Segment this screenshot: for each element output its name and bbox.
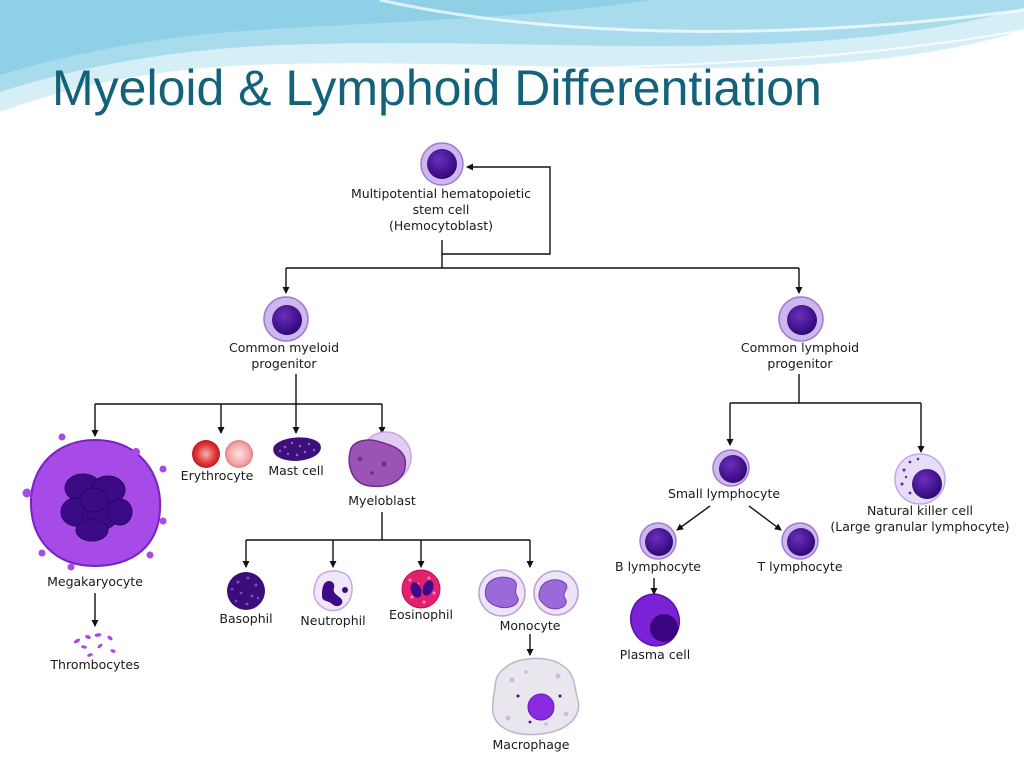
eosinophil-label: Eosinophil xyxy=(389,607,453,622)
stem-cell-label-line1: Multipotential hematopoietic xyxy=(350,186,532,201)
myeloid-progenitor-icon xyxy=(263,296,309,342)
eosinophil-icon xyxy=(401,569,441,609)
t-lymphocyte-label: T lymphocyte xyxy=(757,559,843,574)
monocyte-label: Monocyte xyxy=(499,618,561,633)
myeloblast-label: Myeloblast xyxy=(348,493,416,508)
lymphoid-progenitor-label: Common lymphoid progenitor xyxy=(741,340,859,372)
natural-killer-label-line1: Natural killer cell xyxy=(866,503,974,518)
macrophage-icon xyxy=(491,657,580,736)
myeloid-progenitor-label-line1: Common myeloid xyxy=(228,340,340,355)
stem-cell-icon xyxy=(420,142,464,186)
erythrocyte-label: Erythrocyte xyxy=(180,468,254,483)
megakaryocyte-icon xyxy=(22,433,167,571)
b-lymphocyte-icon xyxy=(639,522,677,560)
erythrocyte-icon xyxy=(192,440,253,468)
neutrophil-label: Neutrophil xyxy=(300,613,366,628)
banner-wave-dark xyxy=(0,0,650,75)
stem-cell-label-line2: stem cell xyxy=(412,202,470,217)
monocyte-icon xyxy=(478,569,579,617)
slide-title: Myeloid & Lymphoid Differentiation xyxy=(52,60,822,116)
mast-cell-label: Mast cell xyxy=(268,463,324,478)
myeloblast-icon xyxy=(348,431,412,488)
basophil-icon xyxy=(227,572,265,610)
stem-cell-label: Multipotential hematopoietic stem cell (… xyxy=(351,186,531,234)
basophil-label: Basophil xyxy=(219,611,273,626)
plasma-cell-icon xyxy=(630,593,680,647)
small-lymphocyte-icon xyxy=(712,449,750,487)
natural-killer-label: Natural killer cell (Large granular lymp… xyxy=(830,503,1009,535)
b-lymphocyte-label: B lymphocyte xyxy=(615,559,701,574)
banner-highlight-line xyxy=(379,0,1024,33)
thrombocytes-icon xyxy=(73,633,116,657)
natural-killer-cell-icon xyxy=(894,453,946,505)
header-wave-banner xyxy=(0,0,1024,113)
macrophage-label: Macrophage xyxy=(492,737,570,752)
connector-lines xyxy=(91,163,925,656)
lymphoid-progenitor-label-line1: Common lymphoid xyxy=(740,340,860,355)
t-lymphocyte-icon xyxy=(781,522,819,560)
lymphoid-progenitor-label-line2: progenitor xyxy=(767,356,833,371)
natural-killer-label-line2: (Large granular lymphocyte) xyxy=(830,519,1010,534)
lymphoid-progenitor-icon xyxy=(778,296,824,342)
arrow-to-b-lymphocyte xyxy=(676,505,711,531)
myeloid-progenitor-label-line2: progenitor xyxy=(251,356,317,371)
arrow-to-t-lymphocyte xyxy=(748,505,782,531)
mast-cell-icon xyxy=(273,437,321,461)
thrombocytes-label: Thrombocytes xyxy=(50,657,140,672)
small-lymphocyte-label: Small lymphocyte xyxy=(667,486,781,501)
plasma-cell-label: Plasma cell xyxy=(619,647,691,662)
banner-wave-edge xyxy=(0,29,1024,113)
megakaryocyte-label: Megakaryocyte xyxy=(47,574,143,589)
self-renewal-arrow xyxy=(442,163,551,255)
neutrophil-icon xyxy=(313,570,353,612)
stem-cell-label-line3: (Hemocytoblast) xyxy=(389,218,493,233)
myeloid-progenitor-label: Common myeloid progenitor xyxy=(229,340,339,372)
